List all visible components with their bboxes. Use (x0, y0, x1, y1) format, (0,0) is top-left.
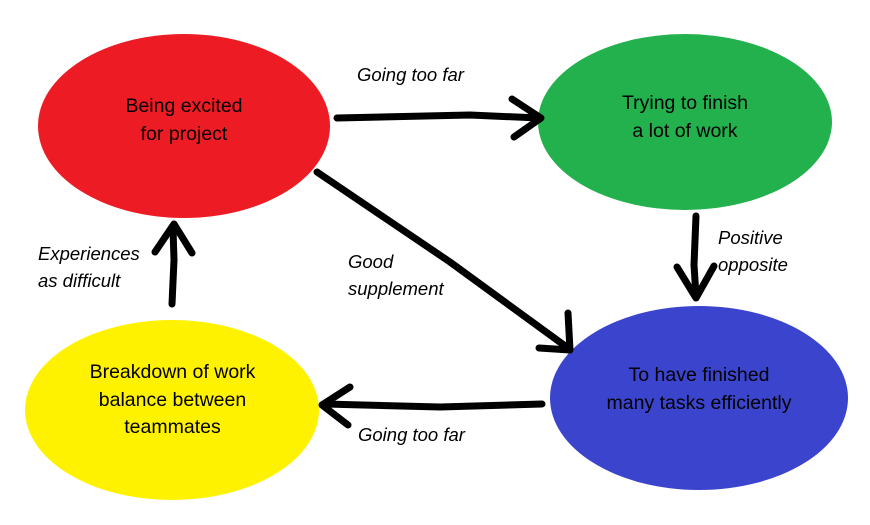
arrow-green-to-blue (673, 212, 718, 302)
arrow-yellow-to-red (151, 220, 196, 308)
node-ellipse-green[interactable] (538, 34, 832, 210)
edge-label-yellow-to-red: Experiences as difficult (38, 243, 140, 291)
arrow-red-to-green (333, 95, 545, 141)
arrow-red-to-blue (313, 168, 574, 354)
edge-label-red-to-blue: Good supplement (348, 251, 444, 299)
edge-label-blue-to-yellow: Going too far (358, 424, 465, 445)
arrow-blue-to-yellow (318, 383, 546, 429)
edge-label-red-to-green: Going too far (357, 64, 464, 85)
edge-label-green-to-blue: Positive opposite (718, 227, 788, 275)
node-ellipse-yellow[interactable] (25, 320, 319, 500)
node-ellipse-blue[interactable] (550, 306, 848, 490)
node-ellipse-red[interactable] (38, 34, 330, 218)
